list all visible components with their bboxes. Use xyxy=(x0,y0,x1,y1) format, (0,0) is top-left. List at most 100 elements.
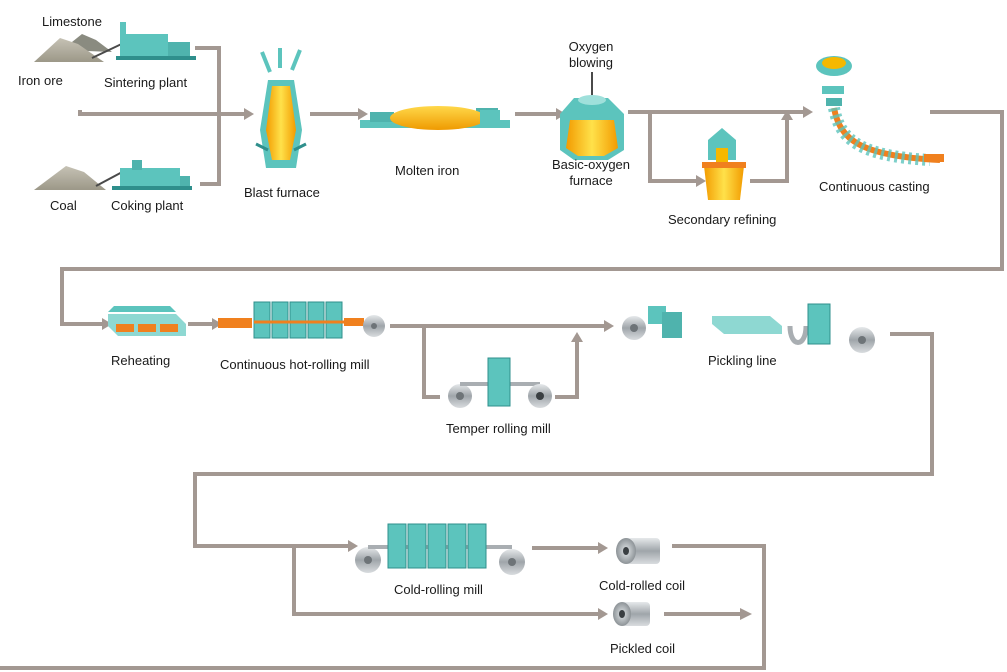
label-iron-ore: Iron ore xyxy=(18,73,63,88)
label-blast-furnace: Blast furnace xyxy=(244,185,320,200)
furnace-pipes xyxy=(260,48,302,73)
flow-sinter-out xyxy=(195,46,221,114)
hot-stand-4 xyxy=(307,301,325,339)
label-pickling-line: Pickling line xyxy=(708,353,777,368)
label-molten-iron: Molten iron xyxy=(395,163,460,178)
label-bof-1: Basic-oxygen xyxy=(551,157,631,172)
furnace-tuyeres xyxy=(255,142,307,152)
label-oxygen-blowing-2: blowing xyxy=(568,55,614,70)
label-cold-rolling-mill: Cold-rolling mill xyxy=(394,582,483,597)
bof-molten xyxy=(566,120,618,156)
arrow-into-hotmill xyxy=(212,318,222,330)
flow-coldmill-to-pickled xyxy=(292,546,600,616)
cold-stand-2 xyxy=(407,523,427,569)
label-temper-rolling-mill: Temper rolling mill xyxy=(446,421,551,436)
arrow-into-coil xyxy=(598,542,608,554)
label-pickled-coil: Pickled coil xyxy=(610,641,676,656)
flow-coil-exit xyxy=(0,544,766,670)
cold-stand-4 xyxy=(447,523,467,569)
pickling-uncoiler xyxy=(648,306,666,324)
caster-slab-out xyxy=(924,154,944,162)
hot-stand-5 xyxy=(325,301,343,339)
hot-strip-out xyxy=(344,318,364,326)
continuous-casting-illustration xyxy=(816,56,944,166)
coke-oven xyxy=(120,168,180,188)
coke-base xyxy=(112,186,192,190)
flow-refining-loop xyxy=(648,112,789,183)
temper-stand xyxy=(487,357,511,407)
arrow-into-pickled-coil xyxy=(598,608,608,620)
temper-coil-in-core xyxy=(456,392,464,400)
label-secondary-refining: Secondary refining xyxy=(668,212,777,227)
refining-ladle-rim xyxy=(702,162,746,168)
iron-ore-pile xyxy=(34,38,104,62)
label-limestone: Limestone xyxy=(42,14,102,29)
hot-rolling-mill-illustration xyxy=(218,301,385,339)
caster-mold xyxy=(822,86,844,94)
temper-coil-out-core xyxy=(536,392,544,400)
cold-stand-1 xyxy=(387,523,407,569)
furnace-molten-core xyxy=(266,86,296,160)
pickling-welder xyxy=(662,312,682,338)
cold-stand-5 xyxy=(467,523,487,569)
caster-strand xyxy=(831,107,941,163)
hot-coil-core xyxy=(371,323,377,329)
hot-mill-stands xyxy=(253,301,343,339)
coking-plant-illustration xyxy=(34,160,192,190)
reheat-slab-3 xyxy=(160,324,178,332)
flow-pickling-to-coldmill xyxy=(193,332,934,548)
bof-mouth xyxy=(578,95,606,105)
pickling-exit-stand xyxy=(807,303,831,345)
cold-mill-stands xyxy=(387,523,487,569)
hot-stand-1 xyxy=(253,301,271,339)
torpedo-mount-left xyxy=(370,112,394,122)
coke-tower xyxy=(132,160,142,170)
refining-hood xyxy=(708,128,736,160)
cold-coil-out-core xyxy=(508,558,516,566)
flow-casting-to-reheating xyxy=(60,110,1004,326)
refining-ladle xyxy=(704,166,744,200)
arrow-pickled-out xyxy=(740,608,752,620)
pickling-coil-out-core xyxy=(858,336,866,344)
cold-rolled-coil-illustration xyxy=(616,538,660,564)
arrow-into-coldmill xyxy=(348,540,358,552)
cr-coil-core xyxy=(623,547,629,555)
label-reheating: Reheating xyxy=(111,353,171,368)
pk-coil-core xyxy=(619,610,625,618)
arrow-into-casting xyxy=(803,106,813,118)
reheat-slab-1 xyxy=(116,324,134,332)
pickling-line-illustration xyxy=(622,303,875,353)
blast-furnace-illustration xyxy=(255,48,307,168)
pickling-coil-in-core xyxy=(630,324,638,332)
arrow-into-refining xyxy=(696,175,706,187)
label-sintering-plant: Sintering plant xyxy=(104,75,188,90)
torpedo-cab xyxy=(480,110,500,128)
flow-temper-loop xyxy=(422,326,579,399)
hot-stand-3 xyxy=(289,301,307,339)
sinter-base xyxy=(116,56,196,60)
cold-rolling-mill-illustration xyxy=(355,523,525,575)
cold-stand-3 xyxy=(427,523,447,569)
flow-sinter-to-furnace xyxy=(78,110,244,116)
sintering-plant-illustration xyxy=(34,22,196,62)
arrow-into-reheating xyxy=(102,318,112,330)
arrow-into-furnace xyxy=(244,108,254,120)
sinter-building-side xyxy=(168,42,190,58)
caster-rolls xyxy=(828,106,931,166)
label-bof-2: furnace xyxy=(569,173,613,188)
reheat-top xyxy=(108,306,176,312)
label-oxygen-blowing-1: Oxygen xyxy=(568,39,614,54)
torpedo-vessel xyxy=(390,106,486,130)
tundish-ladle-top xyxy=(822,57,846,69)
hot-strip-in xyxy=(218,318,252,328)
caster-mold-2 xyxy=(826,98,842,106)
coal-pile xyxy=(34,166,106,190)
torpedo-car-illustration xyxy=(360,106,510,130)
label-coking-plant: Coking plant xyxy=(111,198,184,213)
cold-coil-in-core xyxy=(364,556,372,564)
reheat-slab-2 xyxy=(138,324,156,332)
temper-rolling-mill-illustration xyxy=(448,357,552,408)
label-coal: Coal xyxy=(50,198,77,213)
reheating-furnace-illustration xyxy=(108,306,186,336)
